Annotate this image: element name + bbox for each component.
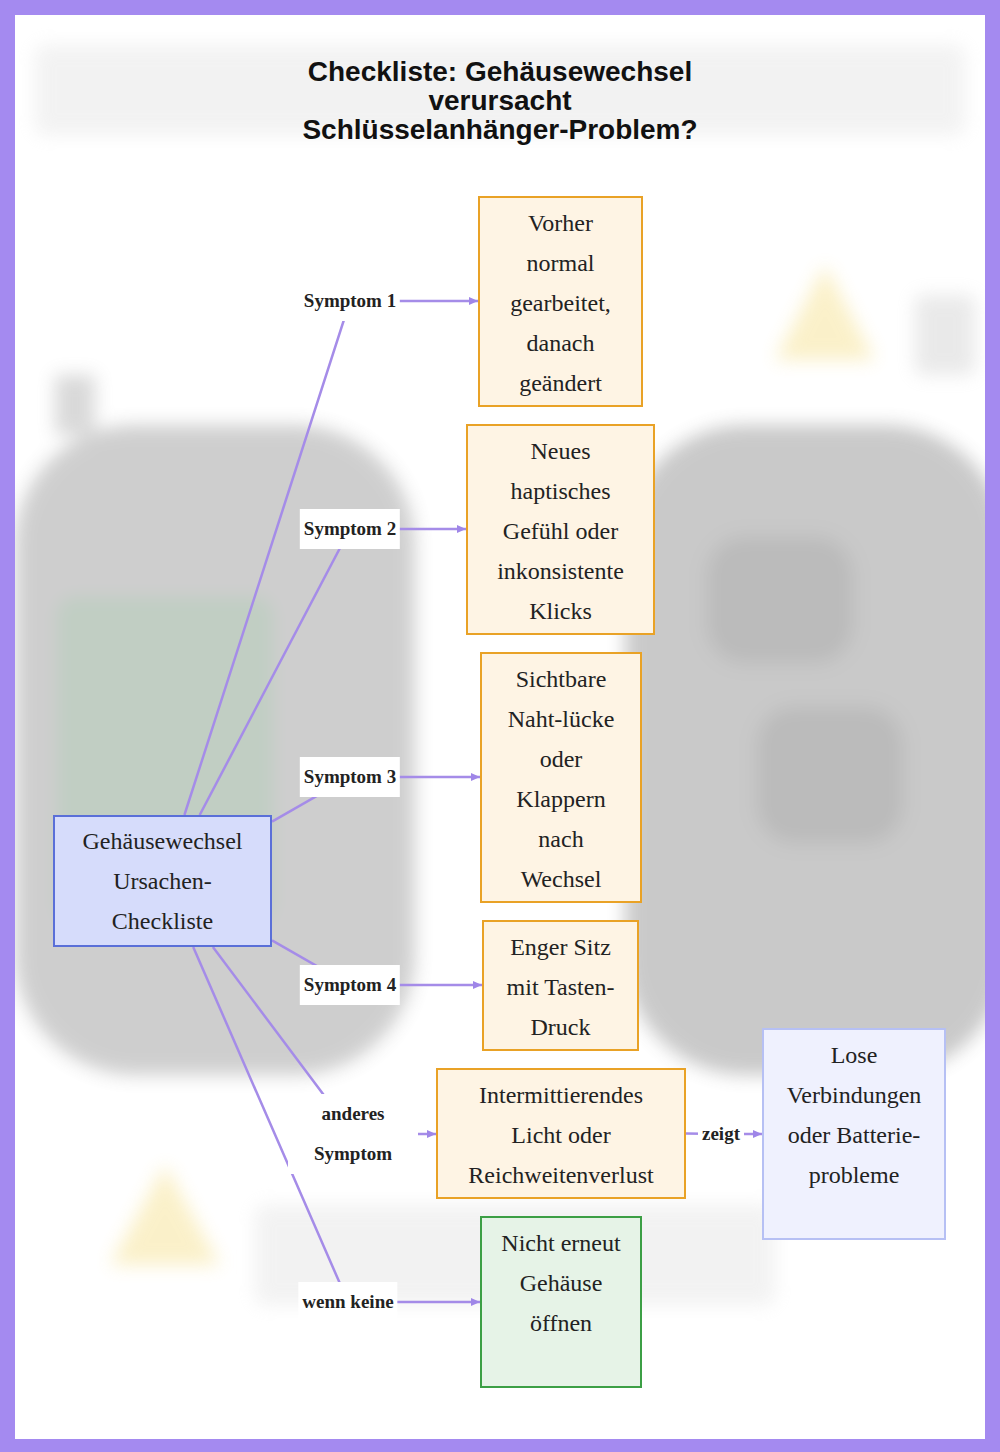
node-text: Nicht erneut Gehäuse öffnen	[496, 1223, 626, 1343]
node-text: Sichtbare Naht-lücke oder Klappern nach …	[504, 659, 618, 899]
edge-label: Symptom 4	[300, 965, 400, 1005]
node-text: Intermittierendes Licht oder Reichweiten…	[452, 1075, 670, 1195]
symptom-box: Neues haptisches Gefühl oder inkonsisten…	[466, 424, 655, 635]
symptom-box: Enger Sitz mit Tasten-Druck	[482, 920, 639, 1051]
node-text: Enger Sitz mit Tasten-Druck	[498, 927, 623, 1047]
symptom-box: Sichtbare Naht-lücke oder Klappern nach …	[480, 652, 642, 903]
root-box: Gehäusewechsel Ursachen-Checkliste	[53, 815, 272, 947]
symptom-box: Intermittierendes Licht oder Reichweiten…	[436, 1068, 686, 1199]
connector-arrow	[184, 301, 478, 815]
result-box: Lose Verbindungen oder Batterie-probleme	[762, 1028, 946, 1240]
diagram-title: Checkliste: Gehäusewechsel verursacht Sc…	[292, 57, 708, 144]
node-text: Vorher normal gearbeitet, danach geänder…	[500, 203, 621, 403]
edge-label: zeigt	[698, 1114, 744, 1154]
edge-label: wenn keine	[298, 1282, 397, 1322]
edge-label: anderes Symptom	[288, 1094, 418, 1174]
edge-label: Symptom 1	[300, 281, 400, 321]
edge-label: Symptom 2	[300, 509, 400, 549]
connector-arrow	[200, 529, 466, 815]
result-box: Nicht erneut Gehäuse öffnen	[480, 1216, 642, 1388]
node-text: Neues haptisches Gefühl oder inkonsisten…	[478, 431, 643, 631]
node-text: Lose Verbindungen oder Batterie-probleme	[778, 1035, 930, 1195]
node-text: Gehäusewechsel Ursachen-Checkliste	[71, 821, 254, 941]
symptom-box: Vorher normal gearbeitet, danach geänder…	[478, 196, 643, 407]
edge-label: Symptom 3	[300, 757, 400, 797]
